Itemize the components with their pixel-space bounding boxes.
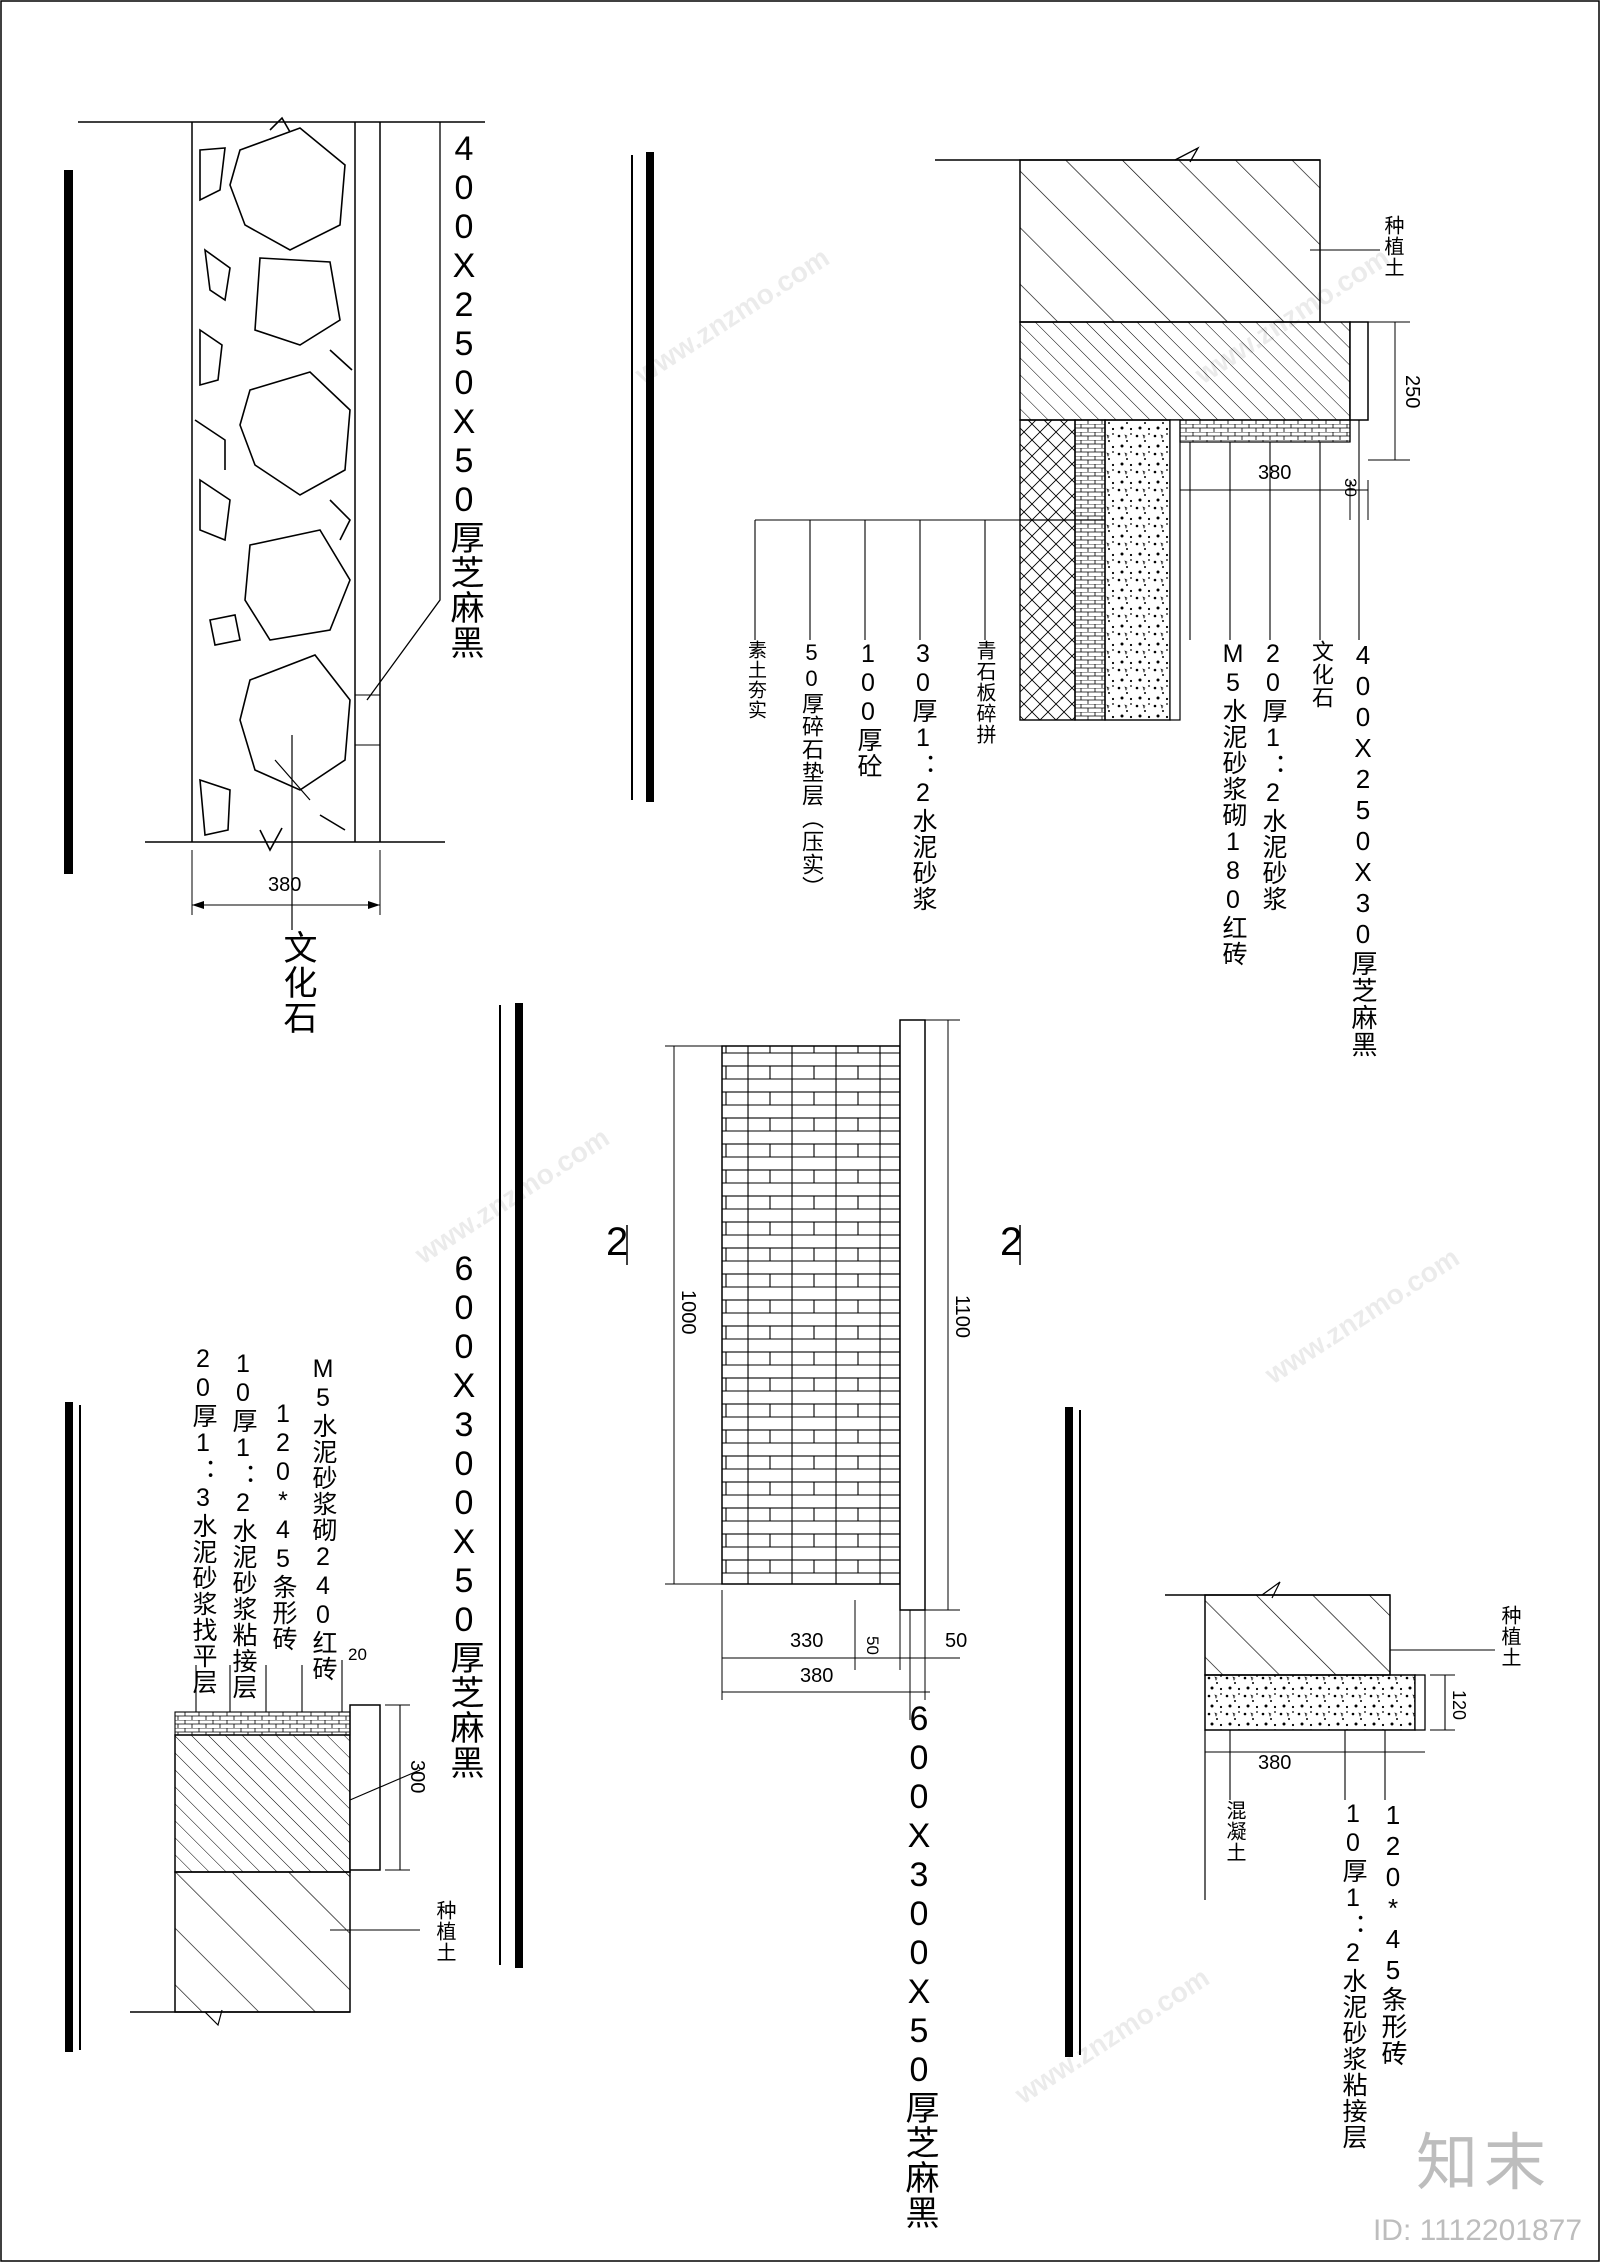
bottom-left-soil-label: 种植土 (433, 1900, 455, 1963)
top-right-layer-6: 30厚1：2水泥砂浆 (909, 640, 937, 912)
bottom-right-soil-label: 种植土 (1498, 1605, 1520, 1668)
section-mark-right: 2 (1000, 1220, 1023, 1264)
middle-cap-label: 600X300X50厚芝麻黑 (900, 1700, 938, 2230)
bottom-right-layer-2: 10厚1：2水泥砂浆粘接层 (1339, 1800, 1367, 2150)
middle-dim-50a: 50 (863, 1636, 882, 1655)
brand-logo: 知末 (1415, 2126, 1552, 2199)
middle-dim-330: 330 (790, 1630, 824, 1652)
bottom-right-concrete-label: 混凝土 (1223, 1800, 1245, 1863)
middle-dim-1100: 1100 (951, 1295, 973, 1339)
top-right-dim-250: 250 (1401, 375, 1423, 409)
bottom-left-layer-3: 10厚1：2水泥砂浆粘接层 (229, 1350, 257, 1700)
top-right-layer-7: 100厚砼 (854, 640, 882, 779)
top-right-dim-30: 30 (1341, 478, 1360, 497)
bottom-left-dim-300: 300 (406, 1760, 428, 1794)
top-right-layer-5: 青石板碎拼 (973, 640, 995, 745)
top-right-section (754, 146, 1410, 721)
top-left-stone-label: 文化石 (278, 930, 316, 1035)
top-right-layer-3: 20厚1：2水泥砂浆 (1259, 640, 1287, 912)
section-mark-left: 2 (606, 1220, 629, 1264)
bottom-left-layer-2: 120*45条形砖 (269, 1400, 297, 1652)
top-right-soil-label: 种植土 (1381, 215, 1403, 278)
bottom-right-layer-1: 120*45条形砖 (1378, 1800, 1408, 2067)
bottom-left-layer-4: 20厚1：3水泥砂浆找平层 (189, 1345, 217, 1695)
top-right-layer-1: 400X250X30厚芝麻黑 (1348, 640, 1378, 1058)
bottom-right-section (1065, 1407, 1495, 2057)
bottom-left-title: 600X300X50厚芝麻黑 (445, 1250, 483, 1780)
bottom-left-layer-1: M5水泥砂浆砌240红砖 (309, 1355, 337, 1682)
bottom-left-dim-20: 20 (348, 1645, 367, 1664)
top-right-layer-4: M5水泥砂浆砌180红砖 (1219, 640, 1247, 967)
middle-dim-380: 380 (800, 1665, 834, 1687)
middle-dim-1000: 1000 (677, 1290, 699, 1335)
bottom-right-dim-120: 120 (1449, 1690, 1469, 1721)
top-left-section (64, 116, 485, 930)
top-right-layer-9: 素土夯实 (745, 640, 766, 720)
top-left-title: 400X250X50厚芝麻黑 (445, 130, 483, 660)
top-right-layer-8: 50厚碎石垫层（压实） (799, 640, 824, 899)
bottom-right-dim-380: 380 (1258, 1752, 1292, 1774)
bottom-left-section (65, 1402, 421, 2052)
middle-elevation (626, 1019, 1021, 1720)
top-right-dim-380: 380 (1258, 462, 1292, 484)
middle-dim-50b: 50 (945, 1630, 968, 1652)
image-id-label: ID: 1112201877 (1372, 2214, 1582, 2247)
top-left-dim-width: 380 (268, 874, 302, 896)
top-right-layer-2: 文化石 (1309, 640, 1334, 709)
